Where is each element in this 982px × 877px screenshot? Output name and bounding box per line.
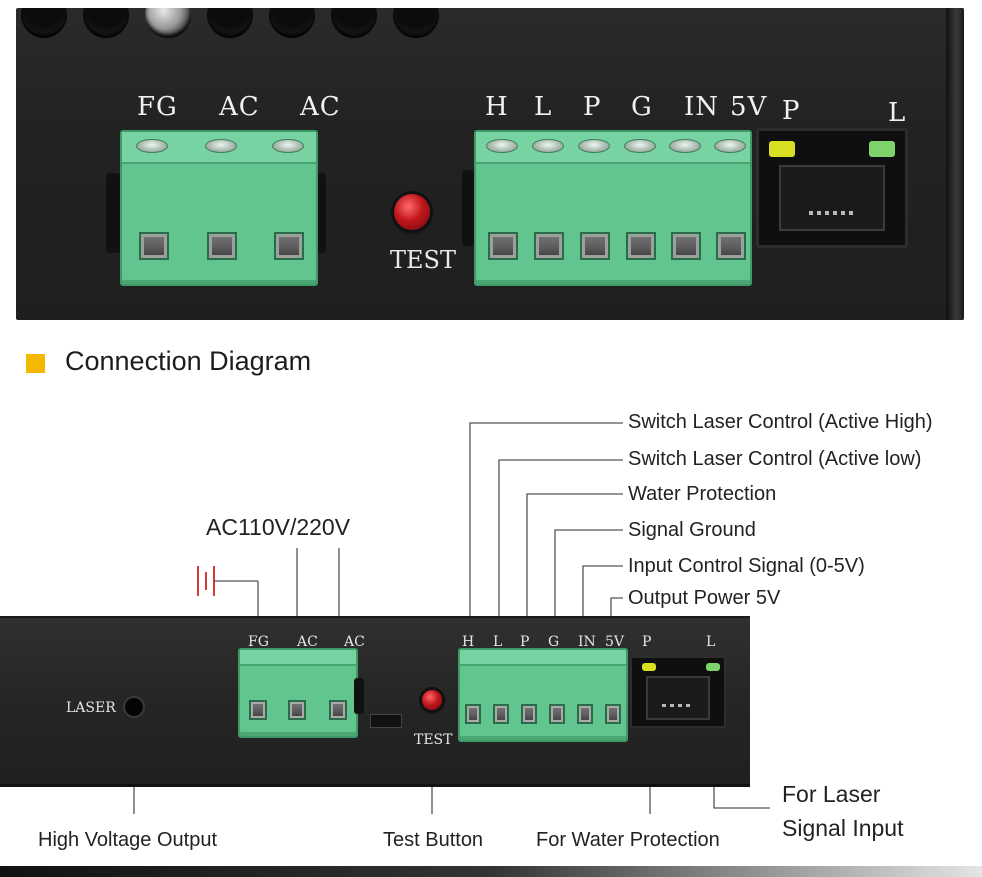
photo-label-l: L [534, 92, 553, 122]
label-laser-signal-line2: Signal Input [782, 815, 904, 841]
callout-active-low: Switch Laser Control (Active low) [628, 448, 922, 470]
laser-label: LASER [66, 700, 116, 716]
diagram-test-button[interactable] [422, 690, 442, 710]
power-supply-photo: FG AC AC TEST H L P G IN 5V [16, 8, 964, 320]
photo-rj45-port[interactable] [756, 128, 908, 248]
photo-port-label-p: P [782, 96, 801, 126]
photo-terminal-signal [474, 130, 752, 286]
chassis-edge [946, 8, 964, 320]
diagram-label-fg: FG [248, 634, 269, 650]
diagram-terminal-ac [238, 648, 358, 738]
diagram-port-label-l: L [706, 634, 716, 650]
diagram-label-5v: 5V [605, 634, 625, 650]
led-green [706, 663, 720, 671]
photo-label-fg: FG [137, 92, 178, 122]
photo-label-h: H [485, 92, 509, 122]
photo-label-p: P [583, 92, 602, 122]
callout-signal-ground: Signal Ground [628, 519, 756, 541]
label-laser-signal-line1: For Laser [782, 781, 881, 807]
photo-test-button[interactable] [394, 194, 430, 230]
terminal-clip [354, 678, 364, 714]
terminal-clip [106, 173, 120, 253]
photo-test-label: TEST [390, 246, 456, 274]
diagram-label-ac2: AC [344, 634, 365, 650]
label-test-button: Test Button [383, 829, 484, 851]
diagram-label-g: G [548, 634, 560, 650]
small-connector [370, 714, 402, 728]
diagram-terminal-signal [458, 648, 628, 742]
diagram-label-in: IN [578, 634, 596, 650]
callout-water-protection: Water Protection [628, 483, 777, 505]
callout-active-high: Switch Laser Control (Active High) [628, 411, 933, 433]
line-callout-h [469, 422, 623, 640]
callout-input-control: Input Control Signal (0-5V) [628, 555, 865, 577]
laser-output-hole [125, 698, 143, 716]
diagram-label-l: L [493, 634, 503, 650]
photo-label-g: G [631, 92, 653, 122]
label-water-protection: For Water Protection [536, 829, 720, 851]
line-callout-g [554, 529, 623, 640]
photo-label-ac2: AC [300, 92, 341, 122]
led-yellow [769, 141, 795, 157]
line-callout-p [526, 493, 623, 640]
power-supply-diagram: LASER FG AC AC TEST H L P G IN 5V [0, 616, 750, 787]
label-high-voltage-output: High Voltage Output [38, 829, 218, 851]
terminal-clip [462, 170, 474, 246]
photo-label-in: IN [684, 92, 720, 122]
photo-label-ac1: AC [219, 92, 260, 122]
diagram-test-label: TEST [414, 732, 453, 748]
diagram-label-ac1: AC [297, 634, 318, 650]
diagram-label-h: H [462, 634, 475, 650]
diagram-label-p: P [520, 634, 530, 650]
photo-port-label-l: L [888, 98, 907, 128]
line-callout-in [582, 565, 623, 640]
section-title: Connection Diagram [65, 346, 312, 376]
diagram-port-label-p: P [642, 634, 652, 650]
bottom-gradient-bar [0, 866, 982, 877]
ac-voltage-label: AC110V/220V [206, 514, 351, 540]
callout-output-5v: Output Power 5V [628, 587, 781, 609]
heading-bullet [26, 354, 45, 373]
led-yellow [642, 663, 656, 671]
line-callout-l [498, 459, 623, 640]
photo-terminal-ac [120, 130, 318, 286]
diagram-rj45-port[interactable] [630, 656, 726, 728]
photo-label-5v: 5V [730, 92, 768, 122]
led-green [869, 141, 895, 157]
